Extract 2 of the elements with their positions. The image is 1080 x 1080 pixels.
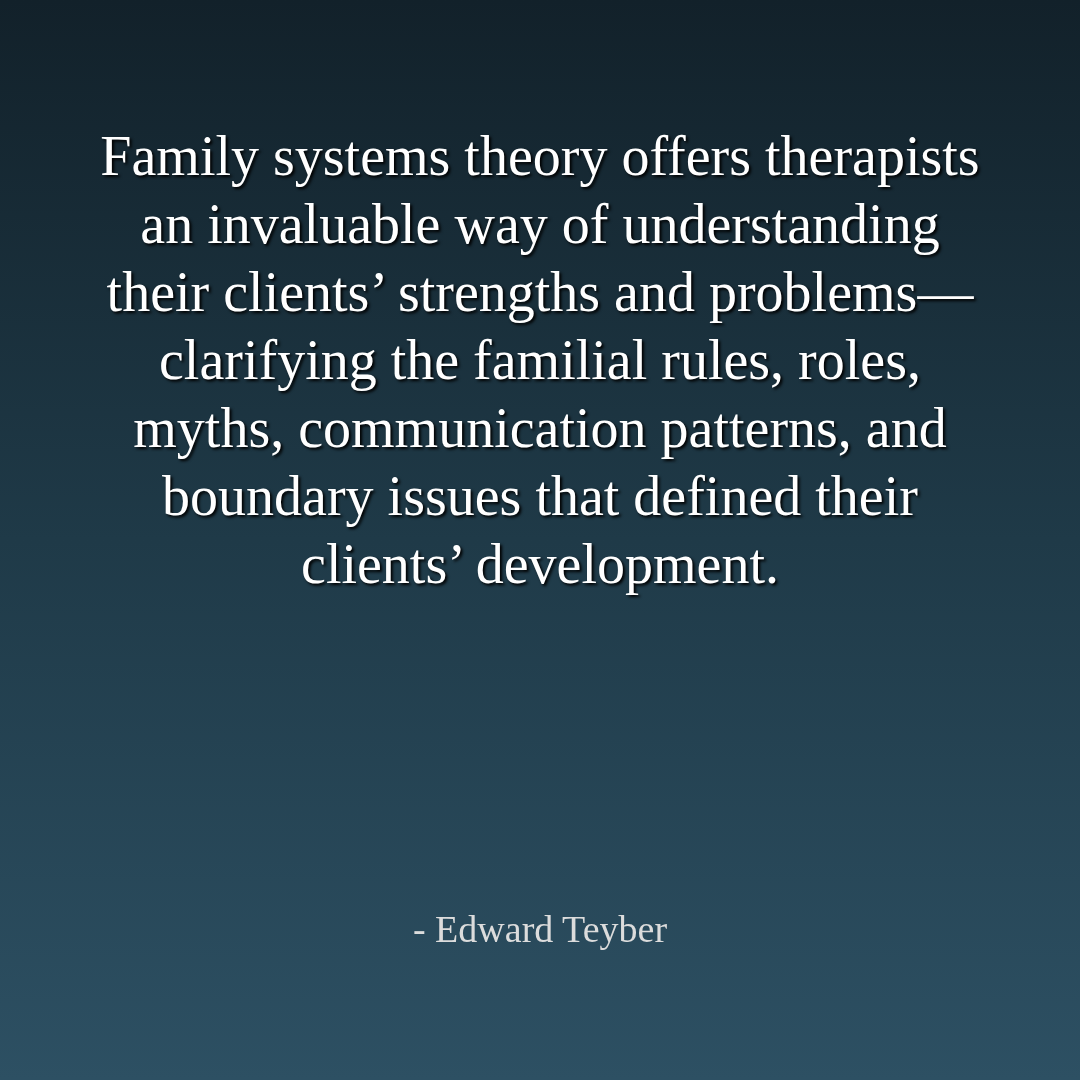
author-name: - Edward Teyber <box>411 907 669 952</box>
quote-text: Family systems theory offers therapists an invaluable way of understanding their clients’ strengths and problems—clarifying the familial rules, roles, myths, communication patterns, and boundary issues that defined their clients’ development. <box>100 124 980 597</box>
